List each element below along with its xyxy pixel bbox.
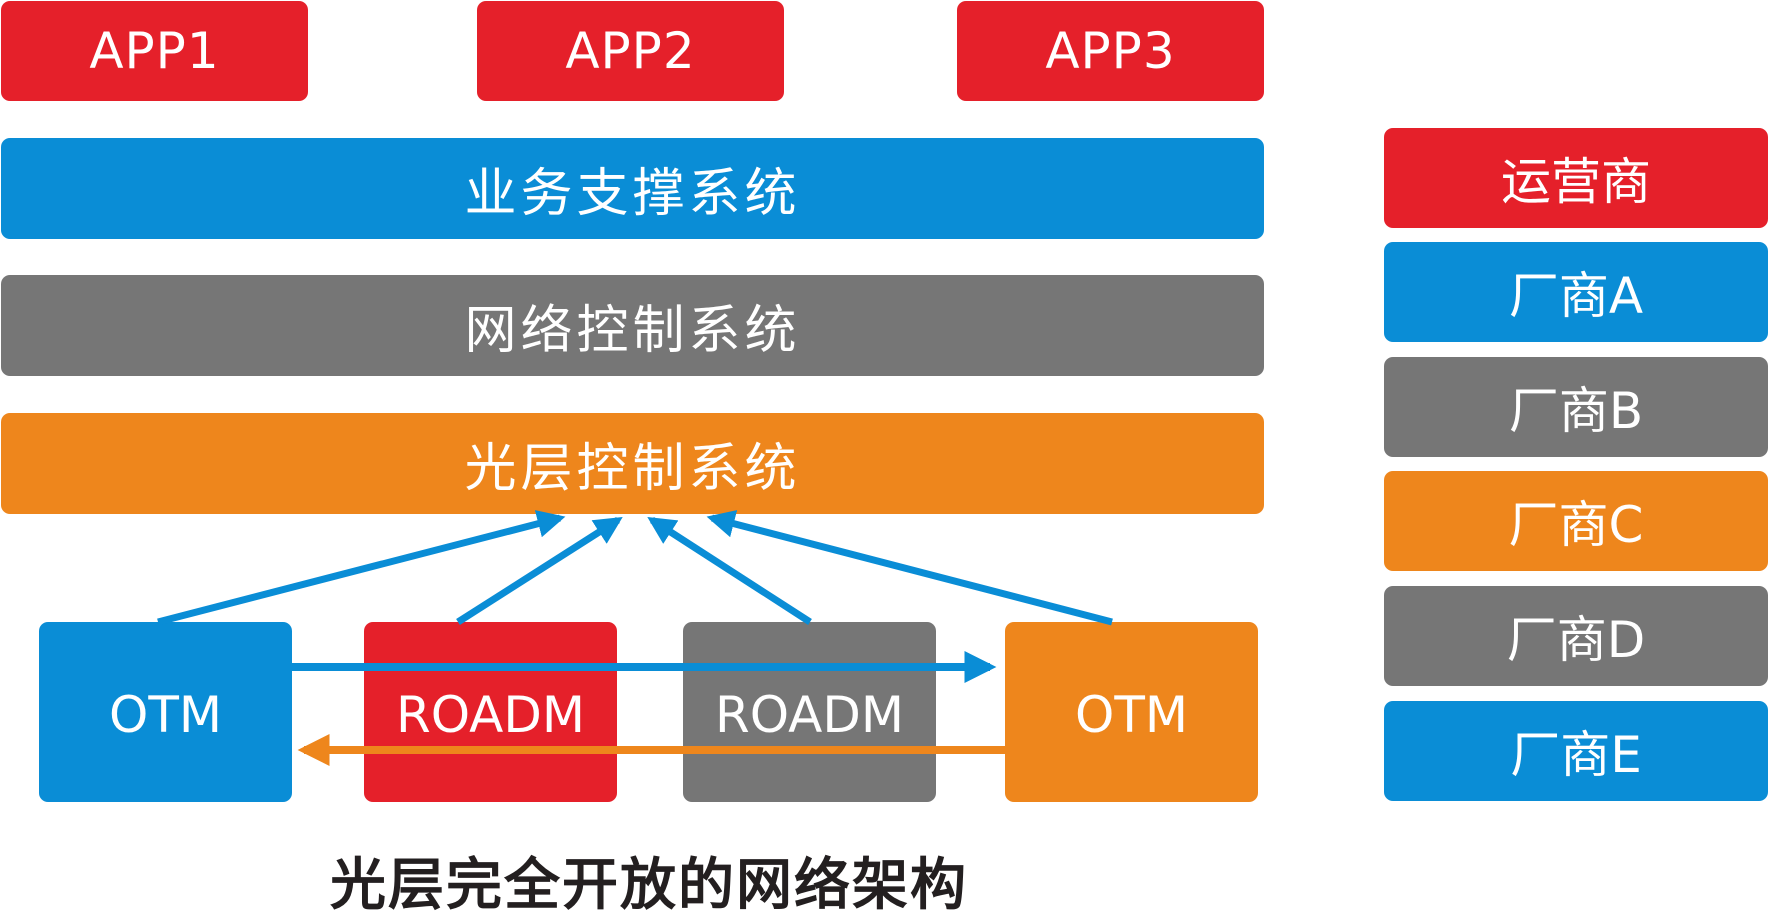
network-control-label: 网络控制系统 xyxy=(464,301,801,361)
legend-vendor-b: 厂商B xyxy=(1384,357,1768,457)
node-otm-left-label: OTM xyxy=(108,686,223,744)
node-roadm-red-label: ROADM xyxy=(395,686,586,744)
legend-vendor-c-label: 厂商C xyxy=(1508,496,1644,554)
node-otm-right-label: OTM xyxy=(1074,686,1189,744)
node-roadm-gray-label: ROADM xyxy=(714,686,905,744)
node-otm-right: OTM xyxy=(1005,622,1258,802)
arrow-otm-left-to-optical-control xyxy=(157,510,566,626)
legend-vendor-d-label: 厂商D xyxy=(1506,611,1646,669)
optical-control-label: 光层控制系统 xyxy=(464,439,801,499)
arrow-otm-right-to-optical-control xyxy=(706,510,1113,626)
legend-operator-label: 运营商 xyxy=(1501,153,1651,211)
diagram-caption: 光层完全开放的网络架构 xyxy=(330,853,968,918)
legend-vendor-e-label: 厂商E xyxy=(1510,726,1642,784)
legend-vendor-c: 厂商C xyxy=(1384,471,1768,571)
legend-operator: 运营商 xyxy=(1384,128,1768,228)
arrow-roadm-red-to-optical-control xyxy=(456,516,623,625)
app2-box: APP2 xyxy=(477,1,784,101)
legend-vendor-a-label: 厂商A xyxy=(1508,267,1644,325)
node-otm-left: OTM xyxy=(39,622,292,802)
optical-control-layer: 光层控制系统 xyxy=(1,413,1264,514)
node-roadm-red: ROADM xyxy=(364,622,617,802)
app3-label: APP3 xyxy=(1045,22,1176,80)
app1-label: APP1 xyxy=(89,22,220,80)
business-support-layer: 业务支撑系统 xyxy=(1,138,1264,239)
legend-vendor-d: 厂商D xyxy=(1384,586,1768,686)
legend-vendor-a: 厂商A xyxy=(1384,242,1768,342)
legend-vendor-e: 厂商E xyxy=(1384,701,1768,801)
arrow-roadm-gray-to-optical-control xyxy=(647,516,812,625)
business-support-label: 业务支撑系统 xyxy=(464,164,801,224)
legend-vendor-b-label: 厂商B xyxy=(1508,382,1644,440)
app3-box: APP3 xyxy=(957,1,1264,101)
node-roadm-gray: ROADM xyxy=(683,622,936,802)
app2-label: APP2 xyxy=(565,22,696,80)
app1-box: APP1 xyxy=(1,1,308,101)
network-control-layer: 网络控制系统 xyxy=(1,275,1264,376)
